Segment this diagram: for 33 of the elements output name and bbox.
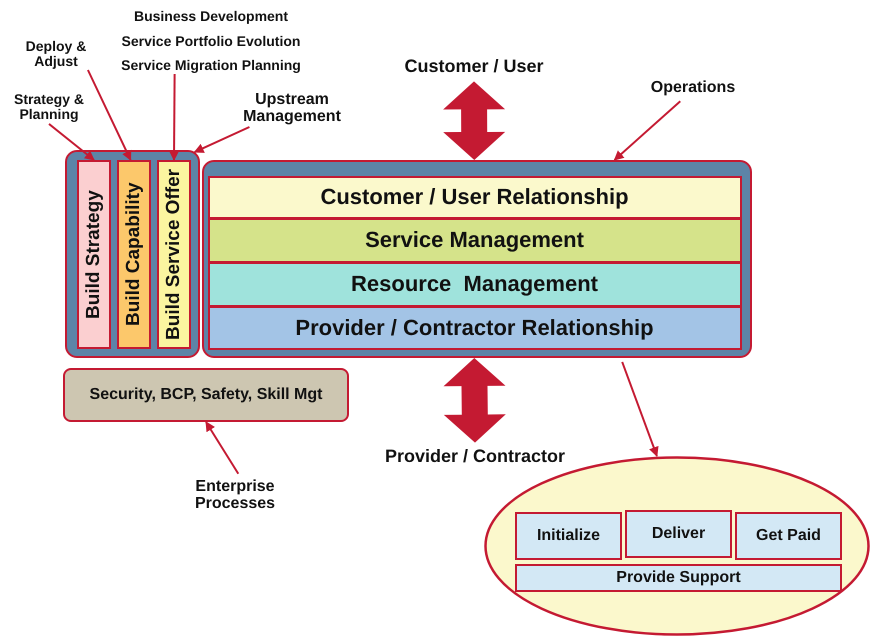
- arrow: [169, 74, 180, 161]
- layer-band: Provider / Contractor Relationship: [208, 306, 742, 350]
- vertical-box: Build Strategy: [76, 160, 110, 348]
- double-arrow: [444, 358, 506, 443]
- arrow: [87, 70, 132, 161]
- arrow: [621, 362, 658, 457]
- process-box: Security, BCP, Safety, Skill Mgt: [63, 368, 349, 422]
- double-arrow: [443, 81, 506, 160]
- layer-band: Service Management: [208, 218, 742, 262]
- callout-text: Strategy & Planning: [4, 91, 94, 123]
- layer-band: Customer / User Relationship: [208, 176, 742, 218]
- arrow: [194, 126, 250, 153]
- vertical-box: Build Capability: [116, 160, 150, 348]
- callout-text: Business Development: [134, 8, 288, 25]
- step-box: Deliver: [625, 510, 732, 558]
- callout-text: Customer / User: [388, 55, 560, 79]
- step-box: Provide Support: [515, 564, 842, 592]
- arrow: [48, 123, 95, 161]
- callout-text: Service Portfolio Evolution: [122, 32, 300, 50]
- callout-text: Service Migration Planning: [121, 57, 301, 74]
- container-panel: [65, 150, 200, 358]
- vertical-box: Build Service Offer: [156, 160, 190, 348]
- callout-text: Provider / Contractor: [364, 445, 586, 469]
- callout-text: Deploy & Adjust: [18, 38, 94, 70]
- callout-text: Upstream Management: [236, 89, 348, 127]
- container-panel: [202, 160, 752, 358]
- arrow: [205, 421, 240, 474]
- callout-text: Enterprise Processes: [180, 476, 290, 514]
- callout-text: Operations: [640, 77, 746, 99]
- step-box: Get Paid: [735, 512, 842, 560]
- arrow: [614, 100, 681, 161]
- step-box: Initialize: [515, 512, 622, 560]
- layer-band: Resource Management: [208, 262, 742, 306]
